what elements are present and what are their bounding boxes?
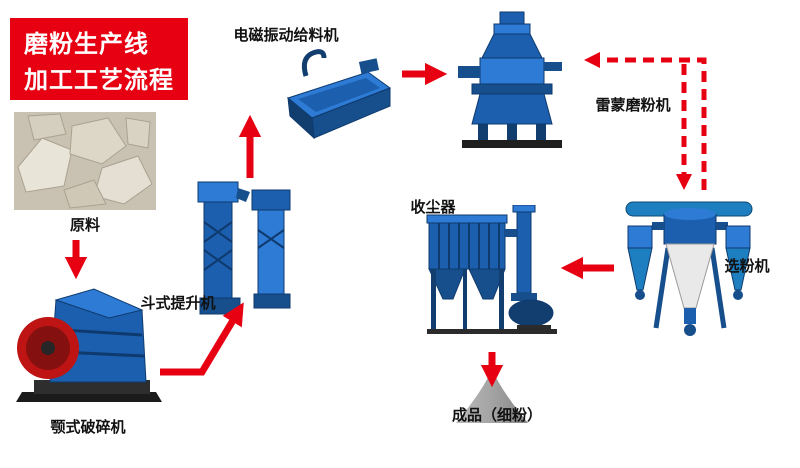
finished-product-image (456, 369, 528, 423)
raw-material-label: 原料 (69, 217, 100, 234)
arrow-crusher-to-elevator (160, 302, 244, 376)
finished-product-label: 成品（细粉） (451, 407, 542, 424)
raymond-mill-image (458, 11, 562, 148)
powder-classifier-image (625, 201, 753, 336)
bucket-elevator-image (197, 181, 291, 315)
vibrating-feeder-image (286, 49, 392, 140)
diagram-title: 磨粉生产线 加工工艺流程 (10, 18, 188, 100)
arrow-classifier-return-to-mill (583, 51, 707, 190)
diagram-title-line1: 磨粉生产线 (24, 31, 149, 58)
dust-collector-label: 收尘器 (410, 199, 456, 216)
dust-collector-image (426, 205, 557, 334)
powder-classifier-label: 选粉机 (724, 258, 770, 275)
jaw-crusher-label: 颚式破碎机 (50, 419, 126, 436)
jaw-crusher-image (16, 288, 162, 402)
vibrating-feeder-label: 电磁振动给料机 (233, 27, 339, 44)
diagram-title-line2: 加工工艺流程 (24, 67, 174, 94)
raw-material-photo (14, 112, 156, 210)
raymond-mill-label: 雷蒙磨粉机 (595, 97, 671, 114)
bucket-elevator-label: 斗式提升机 (140, 295, 216, 312)
